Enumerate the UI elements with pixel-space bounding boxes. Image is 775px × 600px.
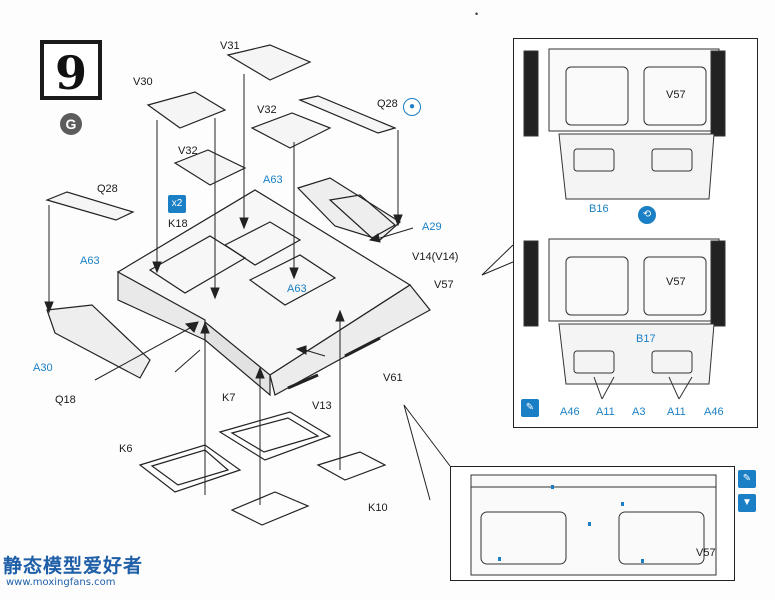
inset-mid-label-b17: B17 [636, 333, 656, 345]
step-number: 9 [54, 46, 87, 100]
label-v32-right: V32 [257, 104, 277, 116]
strip-v13 [287, 373, 319, 390]
inset-mid-label-v57: V57 [666, 276, 686, 288]
glue-drop-icon: ● [403, 98, 421, 116]
inset-mid-label-a46-right: A46 [704, 406, 724, 418]
watermark-logo: 静态模型爱好者 [3, 555, 144, 577]
cut-icon: ▼ [738, 494, 756, 512]
label-v32-left: V32 [178, 145, 198, 157]
inset-mid-label-a11-left: A11 [596, 406, 615, 418]
side-box-a30 [46, 304, 151, 379]
inset-mid-label-a46-left: A46 [560, 406, 580, 418]
watermark-url: www.moxingfans.com [6, 577, 116, 588]
plate-v30 [146, 91, 227, 129]
paint-icon: ✎ [521, 399, 539, 417]
label-k18: K18 [168, 218, 188, 230]
label-q18: Q18 [55, 394, 76, 406]
inset-mid-label-a11-right: A11 [667, 406, 686, 418]
label-v30: V30 [133, 76, 153, 88]
label-v57: V57 [434, 279, 454, 291]
hatch-opening-2 [223, 221, 302, 266]
plate-q28-top [298, 95, 397, 134]
plate-v32-right [250, 112, 332, 149]
label-v61: V61 [383, 372, 403, 384]
label-v14: V14(V14) [412, 251, 459, 263]
frame-k10-left [230, 491, 310, 526]
label-q28-left: Q28 [97, 183, 118, 195]
detail-inset-upper: V57 B16 ⟲ V57 B17 A46 A11 A3 A11 A46 ✎ [513, 38, 758, 428]
detail-inset-lower: V57 [450, 466, 735, 581]
label-a63-mid: A63 [287, 283, 307, 295]
inset-top-label-b16: B16 [589, 203, 609, 215]
storage-box [296, 177, 401, 241]
inset-top-label-v57: V57 [666, 89, 686, 101]
strip-v61 [344, 336, 381, 358]
label-k7: K7 [222, 392, 236, 404]
hull-side-right [269, 284, 431, 396]
label-a30: A30 [33, 362, 53, 374]
plate-v32-left [173, 149, 247, 186]
label-v13: V13 [312, 400, 332, 412]
label-q28-top: Q28 [377, 98, 398, 110]
rotate-view-icon: ⟲ [638, 206, 656, 224]
corner-mark: • [475, 9, 479, 19]
label-k6: K6 [119, 443, 133, 455]
frame-k10-right [316, 451, 387, 481]
inset-bottom-label-v57: V57 [696, 547, 716, 559]
plate-v31 [226, 44, 312, 81]
frame-k7 [218, 411, 332, 461]
label-a29: A29 [422, 221, 442, 233]
plate-q28-left [45, 191, 135, 221]
step-number-box: 9 [40, 40, 102, 100]
label-a63-top: A63 [263, 174, 283, 186]
label-k10: K10 [368, 502, 388, 514]
step-badge: G [60, 113, 82, 135]
label-a63-left: A63 [80, 255, 100, 267]
frame-k6 [138, 444, 242, 493]
label-v31: V31 [220, 40, 240, 52]
hatch-opening-3 [248, 254, 337, 306]
inset-mid-label-a3: A3 [632, 406, 646, 418]
paint-icon: ✎ [738, 470, 756, 488]
quantity-x2-icon: x2 [168, 195, 186, 213]
